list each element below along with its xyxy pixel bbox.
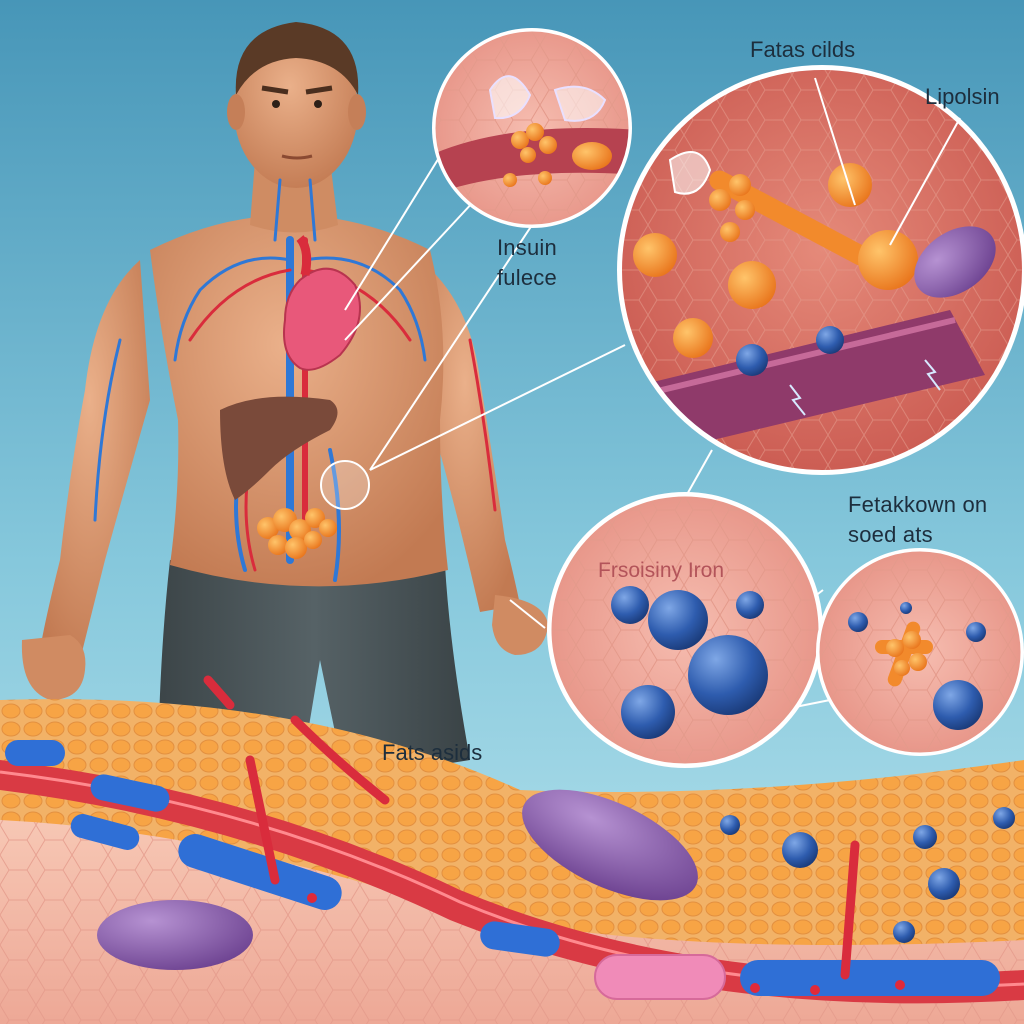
blood-vessel-main: [0, 760, 1024, 1004]
tissue-molecules: [720, 807, 1015, 943]
head: [234, 32, 358, 188]
lipase-enzyme-2: [97, 900, 253, 970]
left-fist: [21, 635, 86, 700]
adipose-tissue-band: [0, 675, 1024, 1024]
breakdown-detail-circle: [816, 548, 1024, 756]
label-processing: Frsoisiny Iron: [598, 559, 724, 582]
right-fist: [492, 595, 548, 655]
mouth: [281, 154, 313, 160]
left-eye: [272, 100, 280, 108]
hair: [235, 22, 359, 95]
lipase-enzyme-1: [522, 789, 698, 901]
label-fatty-acids: Fats asids: [382, 740, 482, 765]
left-arm: [40, 260, 150, 660]
human-figure: [21, 22, 548, 780]
label-breakdown: Fetakkown on soed ats: [848, 492, 988, 547]
blue-capsules: [5, 740, 1000, 996]
abdominal-fat-cluster: [257, 508, 337, 559]
brows: [261, 85, 333, 95]
label-fatty-cells: Fatas cilds: [750, 37, 855, 62]
right-arm: [420, 260, 520, 612]
label-insulin: Insuin fulece: [497, 235, 557, 290]
insulin-detail-circle: [432, 28, 632, 228]
right-ear: [348, 94, 366, 130]
label-lipolysis: Lipolsin: [925, 84, 1000, 109]
processing-detail-circle: [547, 492, 823, 768]
focus-ring: [320, 460, 370, 510]
pink-capsule: [594, 954, 726, 1000]
fat-molecule: [875, 621, 933, 687]
liver: [220, 396, 338, 500]
right-eye: [314, 100, 322, 108]
lipolysis-detail-circle: [617, 65, 1024, 475]
vessel-branches: [203, 675, 860, 980]
left-ear: [227, 94, 245, 130]
heart: [283, 267, 361, 371]
